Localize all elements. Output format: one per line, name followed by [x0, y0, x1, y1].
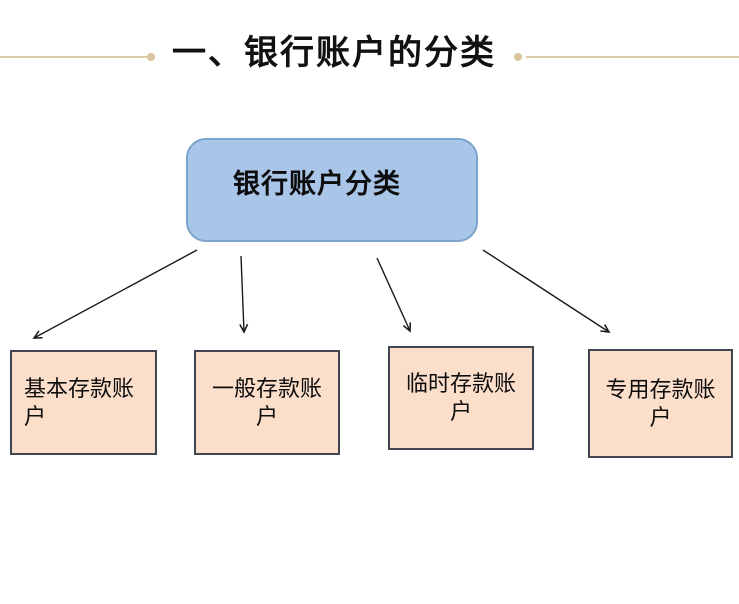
diagram-root-node: 银行账户分类: [186, 138, 478, 242]
arrow-to-temporary-deposit: [376, 257, 410, 331]
diagram-node-general-deposit-account: 一般存款账户: [194, 350, 340, 455]
diagram-node-label: 基本存款账户: [24, 375, 135, 429]
diagram-node-label: 一般存款账户: [211, 375, 322, 429]
title-divider-dot-left: [147, 53, 155, 61]
title-divider-dot-right: [514, 53, 522, 61]
diagram-node-label: 临时存款账户: [405, 371, 516, 424]
diagram-node-label: 专用存款账户: [605, 376, 716, 430]
diagram-root-label: 银行账户分类: [233, 169, 401, 199]
arrow-to-general-deposit: [241, 255, 244, 332]
title-divider-line-right: [526, 56, 739, 58]
page-title: 一、银行账户的分类: [172, 34, 496, 72]
arrow-to-basic-deposit: [34, 249, 198, 338]
diagram-node-basic-deposit-account: 基本存款账户: [10, 350, 157, 455]
diagram-node-temporary-deposit-account: 临时存款账户: [388, 346, 534, 450]
arrow-to-special-deposit: [482, 249, 609, 332]
title-divider-line-left: [0, 56, 147, 58]
diagram-node-special-deposit-account: 专用存款账户: [588, 349, 733, 458]
